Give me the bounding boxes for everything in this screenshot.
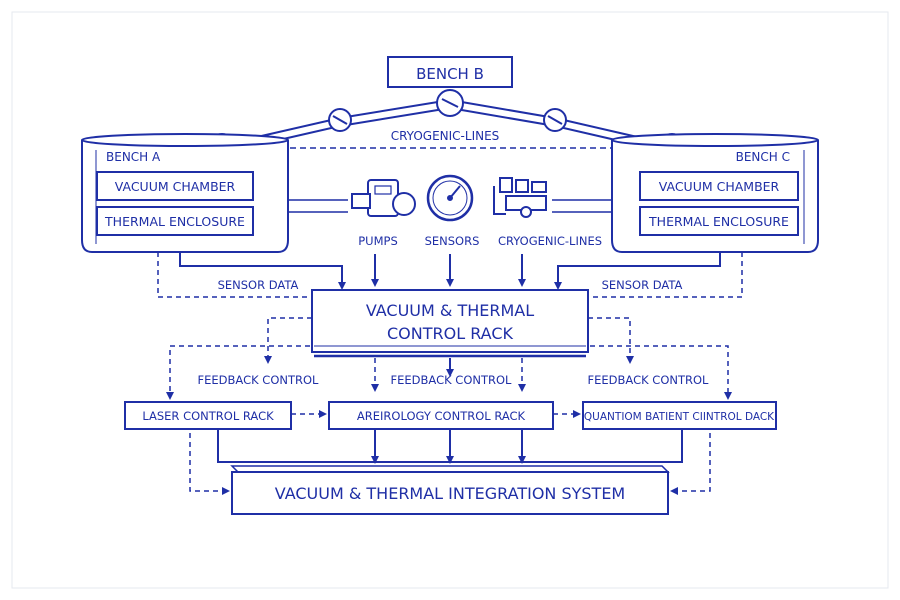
feedback-control-left-label: FEEDBACK CONTROL xyxy=(198,373,320,387)
bench-a-vacuum-label: VACUUM CHAMBER xyxy=(115,179,236,194)
control-rack-box xyxy=(311,289,589,353)
sensor-data-dashed-left xyxy=(157,252,312,298)
bench-c-vacuum-label: VACUUM CHAMBER xyxy=(659,179,780,194)
sensor-data-left-label: SENSOR DATA xyxy=(218,278,299,292)
joint-icon xyxy=(436,89,464,117)
bench-a-thermal-label: THERMAL ENCLOSURE xyxy=(104,214,245,229)
feedback-control-center-label: FEEDBACK CONTROL xyxy=(391,373,513,387)
quantum-rack-label: QUANTIOM BATIENT CIINTROL DACK xyxy=(584,411,775,423)
integration-loop-right xyxy=(670,433,711,495)
integration-system-box xyxy=(231,471,669,515)
bench-a-vacuum-box xyxy=(96,171,254,201)
gauge-icon xyxy=(426,174,474,222)
bench-c-vacuum-box xyxy=(639,171,799,201)
feedback-right-outer xyxy=(590,345,732,400)
bench-a-title: BENCH A xyxy=(106,150,161,164)
metrology-rack-label: AREIROLOGY CONTROL RACK xyxy=(357,409,526,423)
feedback-control-right-label: FEEDBACK CONTROL xyxy=(588,373,710,387)
feedback-right-inner xyxy=(588,317,634,364)
bench-b-title: BENCH B xyxy=(416,65,484,83)
metrology-rack-box xyxy=(328,401,554,430)
sensor-data-line-right xyxy=(554,252,721,290)
feedback-left-outer xyxy=(166,345,310,400)
bench-a-thermal-box xyxy=(96,206,254,236)
bench-c-title: BENCH C xyxy=(736,150,790,164)
page-frame xyxy=(11,11,889,589)
cryogenic-lines-label: CRYOGENIC-LINES xyxy=(498,234,602,248)
control-rack-title-line1: VACUUM & THERMAL xyxy=(366,301,534,320)
quantum-rack-box xyxy=(582,401,777,430)
control-rack-title-line2: CONTROL RACK xyxy=(387,324,514,343)
joint-icon xyxy=(543,108,567,132)
integration-system-label: VACUUM & THERMAL INTEGRATION SYSTEM xyxy=(275,484,625,503)
sensors-label: SENSORS xyxy=(425,234,480,248)
bench-c-thermal-label: THERMAL ENCLOSURE xyxy=(648,214,789,229)
cryogenic-lines-top-label: CRYOGENIC-LINES xyxy=(391,129,500,143)
integration-loop-left xyxy=(189,433,230,495)
bench-c-thermal-box xyxy=(639,206,799,236)
feedback-left-inner xyxy=(264,317,312,364)
laser-rack-label: LASER CONTROL RACK xyxy=(142,409,274,423)
cryo-valve-icon xyxy=(493,177,547,218)
joint-icon xyxy=(328,108,352,132)
laser-rack-box xyxy=(124,401,292,430)
sensor-data-dashed-right xyxy=(588,252,743,298)
pump-icon xyxy=(351,179,416,217)
sensor-data-right-label: SENSOR DATA xyxy=(602,278,683,292)
bench-b-box xyxy=(387,56,513,88)
pumps-label: PUMPS xyxy=(358,234,398,248)
sensor-data-line-left xyxy=(179,252,346,290)
